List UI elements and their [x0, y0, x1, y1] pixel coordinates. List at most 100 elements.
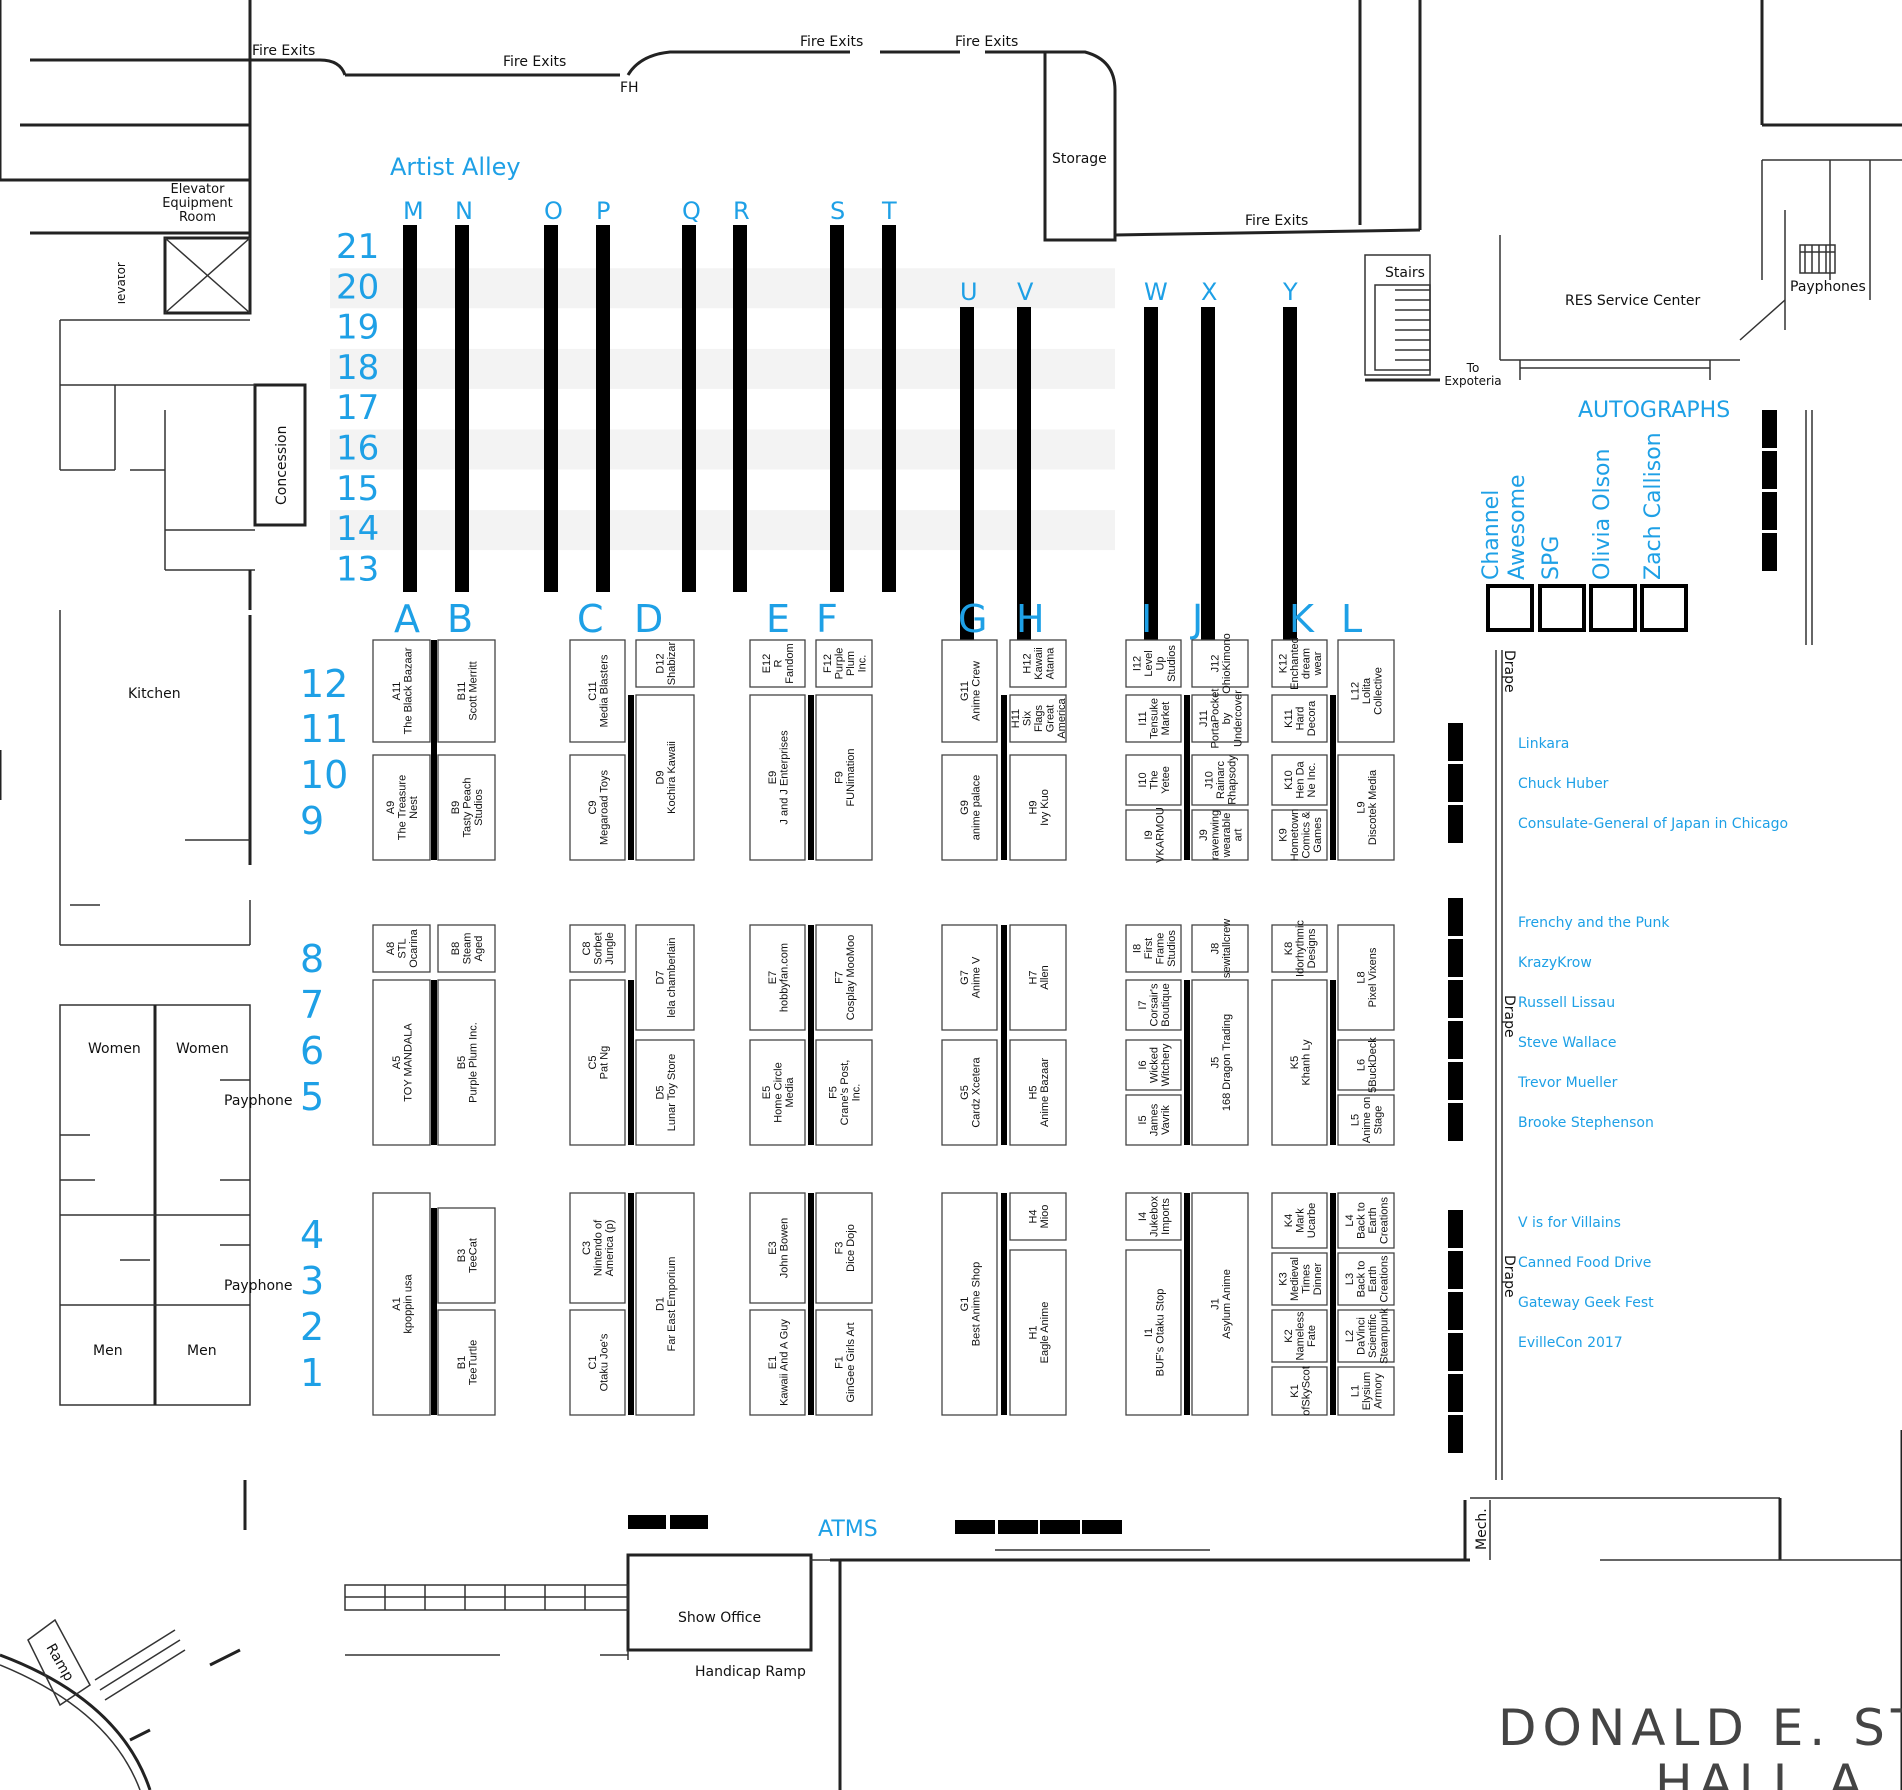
booth-f7[interactable]: F7Cosplay MooMoo: [815, 924, 873, 1031]
booth-j12[interactable]: J12OhioKimono: [1191, 633, 1249, 694]
booth-c1[interactable]: C1Otaku Joe's: [569, 1309, 626, 1416]
booth-a5[interactable]: A5TOY MANDALA: [372, 979, 431, 1146]
booth-k8[interactable]: K8IdorhythmicDesigns: [1271, 920, 1328, 977]
aa-table-row[interactable]: [830, 225, 844, 592]
booth-h1[interactable]: H1Eagle Anime: [1009, 1249, 1067, 1416]
booth-h9[interactable]: H9Ivy Kuo: [1009, 754, 1067, 861]
booth-h12[interactable]: H12KawaiiAtama: [1009, 639, 1067, 688]
autograph-table[interactable]: [1486, 584, 1534, 632]
aa-table-row[interactable]: [1017, 307, 1031, 674]
booth-d5[interactable]: D5Lunar Toy Store: [635, 1039, 695, 1146]
booth-h5[interactable]: H5Anime Bazaar: [1009, 1039, 1067, 1146]
booth-a1[interactable]: A1kpoppin usa: [372, 1192, 431, 1416]
booth-e3[interactable]: E3John Bowen: [749, 1192, 806, 1304]
side-table[interactable]: [1448, 805, 1463, 843]
booth-h7[interactable]: H7Allen: [1009, 924, 1067, 1031]
booth-b9[interactable]: B9Tasty PeachStudios: [437, 754, 496, 861]
side-table[interactable]: [1762, 410, 1777, 448]
side-table[interactable]: [1448, 1021, 1463, 1059]
booth-k4[interactable]: K4MarkUcarbe: [1271, 1192, 1328, 1249]
aa-table-row[interactable]: [1201, 307, 1215, 674]
booth-b3[interactable]: B3TeeCat: [437, 1207, 496, 1304]
booth-j11[interactable]: J11PortaPocketbyUndercover: [1191, 689, 1249, 749]
booth-a8[interactable]: A8STLOcarina: [372, 924, 431, 973]
side-table[interactable]: [1448, 1251, 1463, 1289]
aa-table-row[interactable]: [960, 307, 974, 674]
side-table[interactable]: [1448, 1062, 1463, 1100]
booth-k10[interactable]: K10Hen DaNe Inc.: [1271, 754, 1328, 806]
booth-i6[interactable]: I6WickedWitchery: [1125, 1039, 1182, 1091]
booth-a9[interactable]: A9The TreasureNest: [372, 754, 431, 861]
booth-i11[interactable]: I11TensukeMarket: [1125, 694, 1182, 743]
booth-b8[interactable]: B8SteamAged: [437, 924, 496, 973]
booth-l12[interactable]: L12LolitaCollective: [1337, 639, 1395, 743]
booth-k9[interactable]: K9HometownComics &Games: [1271, 809, 1328, 862]
booth-g1[interactable]: G1Best Anime Shop: [941, 1192, 998, 1416]
booth-i8[interactable]: I8FirstFrameStudios: [1125, 924, 1182, 973]
side-table[interactable]: [1762, 451, 1777, 489]
booth-l6[interactable]: L65BuckDeck: [1337, 1037, 1395, 1093]
aa-table-row[interactable]: [733, 225, 747, 592]
side-table[interactable]: [1762, 492, 1777, 530]
booth-k3[interactable]: K3MedievalTimesDinner: [1271, 1252, 1328, 1306]
booth-e7[interactable]: E7hobbyfan.com: [749, 924, 806, 1031]
booth-a11[interactable]: A11The Black Bazaar: [372, 639, 431, 743]
aa-table-row[interactable]: [596, 225, 610, 592]
booth-j1[interactable]: J1Asylum Anime: [1191, 1192, 1249, 1416]
booth-b1[interactable]: B1TeeTurtle: [437, 1309, 496, 1416]
side-table[interactable]: [1448, 1292, 1463, 1330]
booth-h11[interactable]: H11SixFlagsGreatAmerica: [1009, 694, 1068, 743]
autograph-table[interactable]: [1538, 584, 1586, 632]
side-table[interactable]: [1448, 723, 1463, 761]
booth-l5[interactable]: L5Anime onStage: [1337, 1094, 1395, 1146]
booth-l8[interactable]: L8Pixel Vixens: [1337, 924, 1395, 1031]
booth-d7[interactable]: D7lela chamberlain: [635, 924, 695, 1031]
side-table[interactable]: [1448, 764, 1463, 802]
booth-k11[interactable]: K11HardDecora: [1271, 694, 1328, 743]
booth-g5[interactable]: G5Cardz Xcetera: [941, 1039, 998, 1146]
side-table[interactable]: [1448, 1333, 1463, 1371]
booth-e12[interactable]: E12RFandom: [749, 639, 806, 688]
side-table[interactable]: [1448, 939, 1463, 977]
booth-j5[interactable]: J5168 Dragon Trading: [1191, 979, 1249, 1146]
booth-c5[interactable]: C5Pat Ng: [569, 979, 626, 1146]
autograph-table[interactable]: [1640, 584, 1688, 632]
booth-f1[interactable]: F1GinGee Girls Art: [815, 1309, 873, 1416]
booth-j8[interactable]: J8sewitallcrew: [1191, 919, 1249, 978]
aa-table-row[interactable]: [455, 225, 469, 592]
booth-i7[interactable]: I7Corsair'sBoutique: [1125, 979, 1182, 1031]
booth-g9[interactable]: G9anime palace: [941, 754, 998, 861]
booth-j10[interactable]: J10RainarcRhapsody: [1191, 754, 1249, 806]
booth-k5[interactable]: K5Khanh Ly: [1271, 979, 1328, 1146]
booth-l1[interactable]: L1ElysiumArmory: [1337, 1366, 1395, 1416]
booth-j9[interactable]: J9ravenwingwearableart: [1191, 809, 1249, 861]
booth-b11[interactable]: B11Scott Merritt: [437, 639, 496, 743]
booth-d1[interactable]: D1Far East Emporium: [635, 1192, 695, 1416]
aa-table-row[interactable]: [403, 225, 417, 592]
side-table[interactable]: [1448, 1415, 1463, 1453]
side-table[interactable]: [1448, 1374, 1463, 1412]
booth-f12[interactable]: F12PurplePlumInc.: [815, 639, 873, 688]
booth-l9[interactable]: L9Discotek Media: [1337, 754, 1395, 861]
booth-f5[interactable]: F5Crane's Post,Inc.: [815, 1039, 873, 1146]
booth-d9[interactable]: D9Kochira Kawaii: [635, 694, 695, 861]
side-table[interactable]: [1448, 980, 1463, 1018]
booth-c3[interactable]: C3Nintendo ofAmerica (p): [569, 1192, 626, 1304]
aa-table-row[interactable]: [682, 225, 696, 592]
booth-d12[interactable]: D12Shabizar: [635, 639, 695, 688]
booth-l4[interactable]: L4Back toEarthCreations: [1337, 1192, 1395, 1249]
booth-k12[interactable]: K12Enchanteddreamwear: [1271, 637, 1328, 690]
booth-k1[interactable]: K1ofSkyScot: [1271, 1366, 1328, 1416]
side-table[interactable]: [1762, 533, 1777, 571]
booth-h4[interactable]: H4Mioo: [1009, 1192, 1067, 1241]
booth-i1[interactable]: I1BUF's Otaku Stop: [1125, 1249, 1182, 1416]
booth-f9[interactable]: F9FUNimation: [815, 694, 873, 861]
aa-table-row[interactable]: [1283, 307, 1297, 674]
aa-table-row[interactable]: [882, 225, 896, 592]
booth-i9[interactable]: I9VKARMOU: [1125, 807, 1182, 863]
booth-c8[interactable]: C8SorbetJungle: [569, 924, 626, 973]
booth-i10[interactable]: I10TheYetee: [1125, 754, 1182, 806]
booth-k2[interactable]: K2NamelessFate: [1271, 1309, 1328, 1363]
booth-f3[interactable]: F3Dice Dojo: [815, 1192, 873, 1304]
side-table[interactable]: [1448, 1210, 1463, 1248]
